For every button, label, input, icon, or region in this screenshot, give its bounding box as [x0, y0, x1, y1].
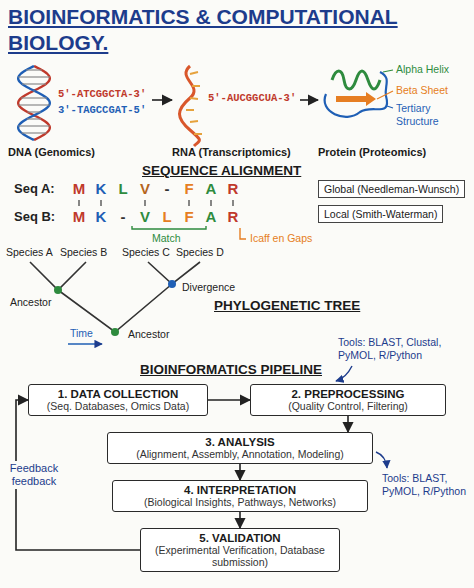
label-text: Beta Sheet	[396, 84, 448, 97]
sequence-letter: M	[70, 180, 88, 198]
node-text: Local (Smith-Waterman)	[324, 208, 437, 220]
molecule-figure: Protein (Proteomics)	[318, 62, 470, 162]
connector-arrow	[347, 416, 349, 432]
base-pair	[26, 69, 42, 70]
dna-strand	[18, 66, 50, 140]
process-box: 2. PREPROCESSING(Quality Control, Filter…	[250, 384, 446, 416]
connector-arrow	[300, 99, 318, 101]
edge-label: Feedback feedback	[3, 461, 65, 489]
label-text: Icaff en Gaps	[250, 232, 312, 245]
section-heading: PHYLOGENETIC TREE	[214, 298, 360, 314]
sequence-letter: V	[136, 180, 154, 198]
step-heading: 2. PREPROCESSING	[257, 388, 439, 400]
label-text: Seq B:	[14, 209, 55, 225]
base-pair	[19, 104, 50, 105]
node-text: RNA (Transcriptomics)	[172, 146, 291, 158]
node-text: Global (Needleman-Wunsch)	[324, 183, 459, 195]
step-detail: (Alignment, Assembly, Annotation, Modeli…	[114, 448, 366, 460]
node-text: Protein (Proteomics)	[318, 146, 426, 158]
process-box: 3. ANALYSIS(Alignment, Assembly, Annotat…	[107, 432, 373, 464]
base-pair	[18, 76, 50, 77]
label-text: Ancestor	[128, 328, 169, 341]
base-pair	[22, 83, 46, 84]
section-heading: BIOINFORMATICS PIPELINE	[140, 362, 322, 378]
sequence-letter: F	[180, 208, 198, 226]
method-box: Local (Smith-Waterman)	[318, 205, 443, 223]
sequence-letter: L	[158, 208, 176, 226]
sequence-letter: A	[202, 208, 220, 226]
label-text: Tertiary Structure	[396, 102, 468, 127]
process-box: 1. DATA COLLECTION(Seq. Databases, Omics…	[28, 384, 208, 416]
dna-strand	[18, 66, 50, 140]
sequence-letter: R	[224, 180, 242, 198]
connector-arrow	[239, 512, 241, 528]
sequence-letter: V	[136, 208, 154, 226]
label-text: Tools: BLAST, Clustal, PyMOL, R/Python	[338, 336, 470, 361]
base-pair	[18, 125, 49, 126]
process-box: 5. VALIDATION(Experimental Verification,…	[140, 528, 340, 572]
base-pair	[33, 90, 34, 91]
section-heading: SEQUENCE ALIGNMENT	[142, 163, 301, 179]
phylogenetic-tree	[30, 262, 200, 332]
label-text: Ancestor	[10, 296, 51, 309]
sequence-letter: K	[92, 208, 110, 226]
step-heading: 5. VALIDATION	[147, 532, 333, 544]
root-node	[111, 328, 119, 336]
label-text: Species A	[6, 246, 53, 259]
label-text: Species B	[60, 246, 107, 259]
base-pair	[27, 111, 40, 112]
tools-leader	[336, 366, 352, 381]
title: BIOINFORMATICS & COMPUTATIONAL BIOLOGY.	[8, 4, 470, 56]
label-text: Time	[70, 327, 93, 340]
match-bars	[79, 200, 233, 206]
label-text: Species C	[122, 246, 170, 259]
base-pair	[27, 118, 41, 119]
method-box: Global (Needleman-Wunsch)	[318, 180, 465, 198]
step-detail: (Seq. Databases, Omics Data)	[35, 400, 201, 412]
sequence-letter: F	[180, 180, 198, 198]
base-pair	[22, 132, 47, 133]
gaps-leader	[240, 228, 246, 239]
label-text: Divergence	[182, 281, 235, 294]
step-detail: (Quality Control, Filtering)	[257, 400, 439, 412]
sequence-letter: -	[114, 208, 132, 226]
sequence-letter: -	[158, 180, 176, 198]
divergence-node	[168, 280, 176, 288]
node-text: 5'-AUCGGCUA-3'	[208, 92, 296, 104]
step-heading: 3. ANALYSIS	[114, 436, 366, 448]
connector-arrow	[239, 464, 241, 480]
tools-leader	[376, 452, 387, 468]
process-box: 4. INTERPRETATION(Biological Insights, P…	[112, 480, 368, 512]
sequence-letter: L	[114, 180, 132, 198]
protein-structure	[325, 70, 393, 117]
connector-arrow	[152, 99, 172, 101]
label-text: Seq A:	[14, 181, 55, 197]
molecule-figure: 5'-AUCGGCUA-3' RNA (Transcriptomics)	[172, 62, 300, 162]
sequence-letter: K	[92, 180, 110, 198]
match-bracket	[132, 226, 206, 229]
step-detail: (Experimental Verification, Database sub…	[147, 544, 333, 568]
base-pair	[21, 97, 47, 98]
label-text: Species D	[176, 246, 224, 259]
sequence-letter: M	[70, 208, 88, 226]
label-text: Match	[152, 232, 181, 245]
step-heading: 4. INTERPRETATION	[119, 484, 361, 496]
step-heading: 1. DATA COLLECTION	[35, 388, 201, 400]
label-text: Alpha Helix	[396, 63, 449, 76]
dna-helix	[18, 66, 50, 140]
node-text: DNA (Genomics)	[8, 146, 95, 158]
ancestor-node	[54, 286, 62, 294]
sequence-letter: R	[224, 208, 242, 226]
node-text: 3'-TAGCCGAT-5'	[58, 104, 146, 116]
label-text: Tools: BLAST, PyMOL, R/Python	[382, 472, 468, 497]
molecule-figure: 5'-ATCGGCTA-3' 3'-TAGCCGAT-5' DNA (Genomic…	[8, 62, 152, 162]
connector-arrow	[208, 399, 250, 401]
step-detail: (Biological Insights, Pathways, Networks…	[119, 496, 361, 508]
rna-strand	[180, 66, 203, 146]
node-text: 5'-ATCGGCTA-3'	[58, 88, 146, 100]
sequence-letter: A	[202, 180, 220, 198]
time-arrow	[68, 343, 102, 344]
